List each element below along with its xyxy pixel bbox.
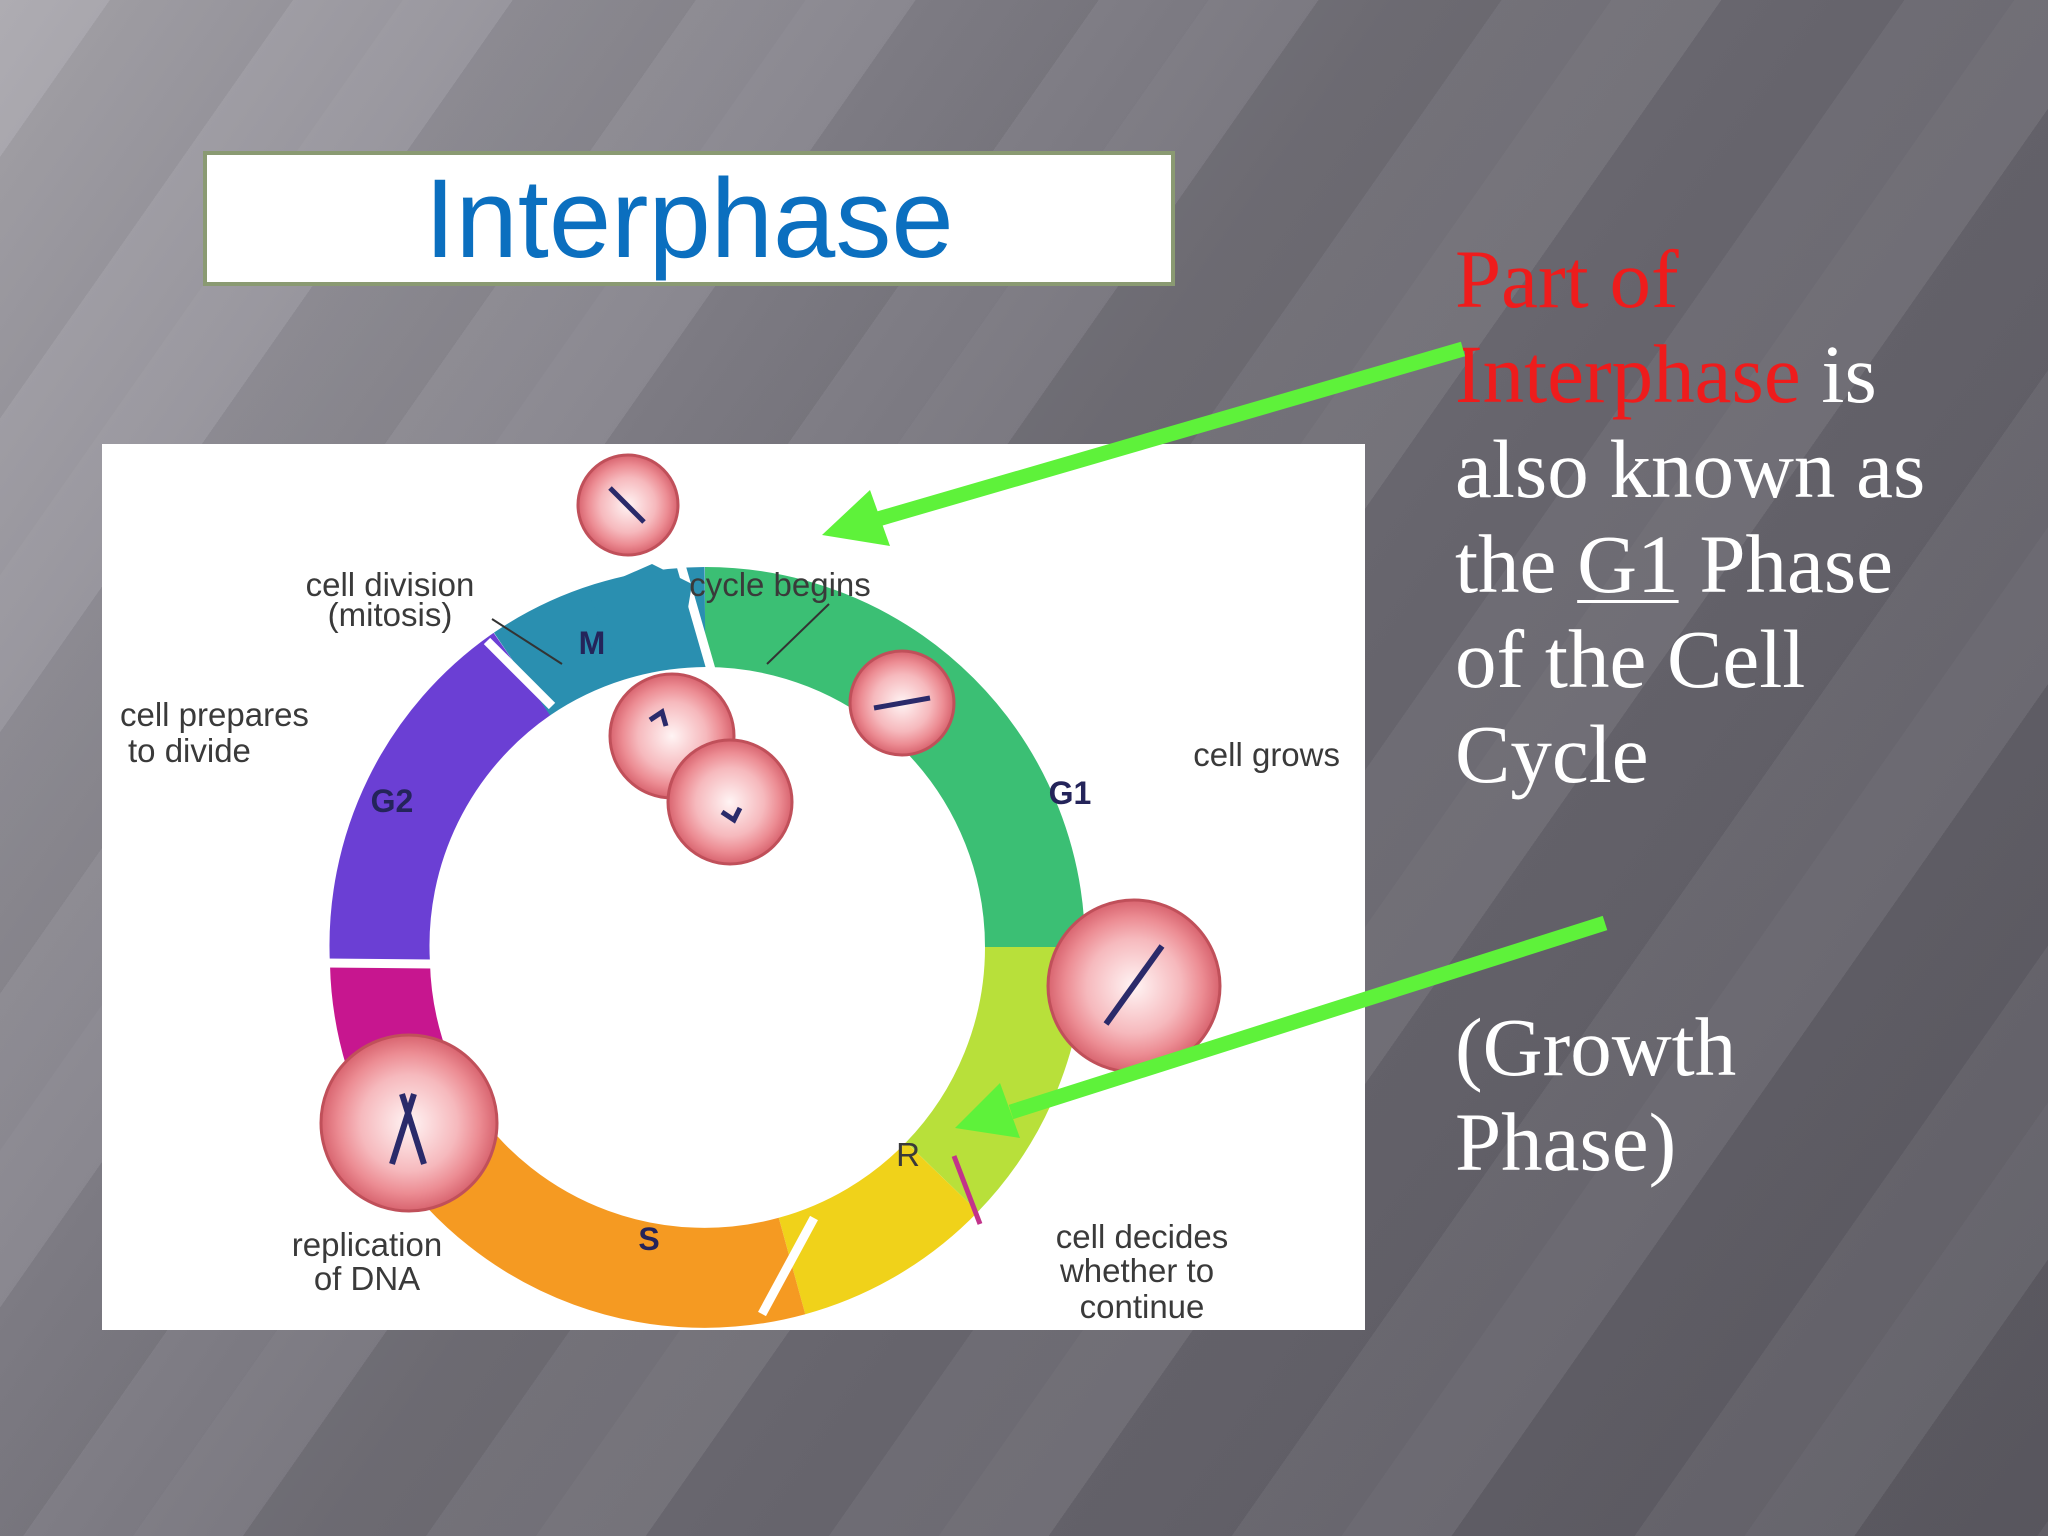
label-replication: replication <box>292 1226 442 1263</box>
label-cell-decides: cell decides <box>1056 1218 1228 1255</box>
arrow-to-cycle-begins <box>822 341 1466 546</box>
highlight-part-of: Part of <box>1455 233 1679 325</box>
phase-label-g1: G1 <box>1049 775 1092 811</box>
arrow-to-restriction <box>955 915 1608 1138</box>
explanation-line-1: Part of <box>1455 232 2015 327</box>
g2-arc-top <box>329 632 552 967</box>
phase-label-m: M <box>579 625 606 661</box>
text-is: is <box>1800 328 1877 420</box>
label-cycle-begins: cycle begins <box>689 566 871 603</box>
cell-g1 <box>848 649 956 757</box>
cell-top <box>576 453 680 557</box>
slide-title: Interphase <box>424 155 954 281</box>
title-box: Interphase <box>203 151 1175 286</box>
text-g1-underlined: G1 <box>1577 518 1679 610</box>
explanation-line-4: the G1 Phase <box>1455 517 2015 612</box>
explanation-line-3: also known as <box>1455 423 1926 515</box>
text-phase: Phase <box>1678 518 1893 610</box>
explanation-text: Part of Interphase is also known as the … <box>1455 232 2015 802</box>
cell-cycle-svg: cell division (mitosis) cycle begins cel… <box>120 453 1340 1328</box>
label-to-divide: to divide <box>128 732 251 769</box>
cycle-begins-leader <box>766 603 830 665</box>
restriction-arc <box>777 1141 978 1315</box>
explanation-line-6: Cycle <box>1455 708 1649 800</box>
explanation-line-5: of the Cell <box>1455 613 1806 705</box>
phase-label-s: S <box>638 1221 659 1257</box>
cell-large-left <box>319 1033 499 1213</box>
label-continue: continue <box>1080 1288 1205 1325</box>
growth-line-1: (Growth <box>1455 1001 1737 1093</box>
m-phase-tab <box>588 564 692 674</box>
restriction-marker <box>951 1155 983 1225</box>
cell-dividing <box>608 672 794 866</box>
explanation-line-2: Interphase is <box>1455 327 2015 422</box>
label-of-dna: of DNA <box>314 1260 420 1297</box>
label-mitosis: (mitosis) <box>328 596 453 633</box>
highlight-interphase: Interphase <box>1455 328 1801 420</box>
text-the: the <box>1455 518 1578 610</box>
label-cell-grows: cell grows <box>1193 736 1340 773</box>
growth-line-2: Phase) <box>1455 1096 1677 1188</box>
mitosis-leader <box>491 618 563 665</box>
label-cell-division: cell division <box>306 566 475 603</box>
label-cell-prepares: cell prepares <box>120 696 309 733</box>
label-restriction: R <box>896 1136 920 1173</box>
growth-phase-text: (Growth Phase) <box>1455 1000 2015 1190</box>
cell-cycle-diagram: cell division (mitosis) cycle begins cel… <box>102 444 1365 1330</box>
phase-label-g2: G2 <box>371 783 414 819</box>
g1-arc-bottom <box>905 946 1086 1212</box>
label-whether-to: whether to <box>1059 1252 1214 1289</box>
